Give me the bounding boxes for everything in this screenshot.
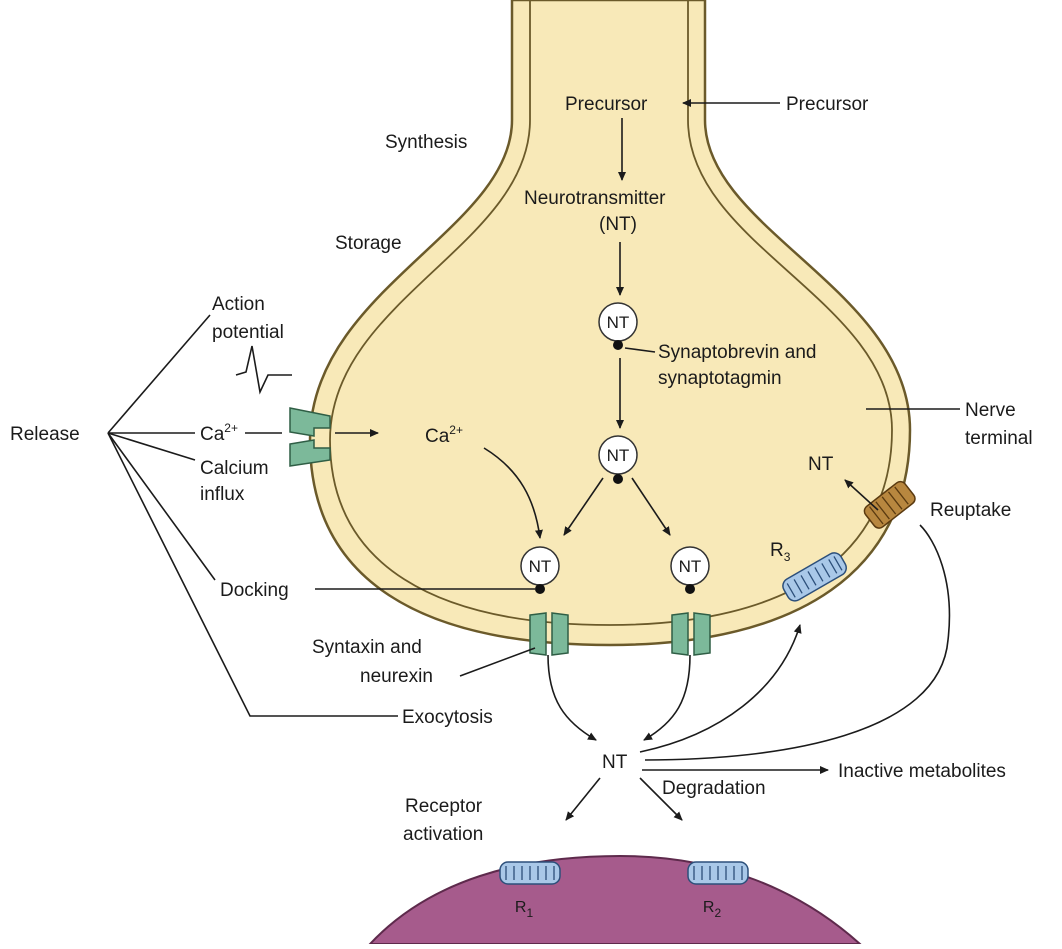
action-potential-label-1: Action bbox=[212, 294, 265, 315]
synthesis-label: Synthesis bbox=[385, 132, 467, 153]
precursor-inside-label: Precursor bbox=[565, 94, 648, 115]
precursor-outside-label: Precursor bbox=[786, 94, 869, 115]
receptor-r1-icon bbox=[500, 862, 560, 884]
postsynaptic-cell bbox=[370, 856, 860, 944]
synaptobrevin-label-2: synaptotagmin bbox=[658, 368, 782, 389]
vesicle-2-label: NT bbox=[607, 446, 630, 465]
nerve-terminal-label-1: Nerve bbox=[965, 400, 1016, 421]
receptor-r2-icon bbox=[688, 862, 748, 884]
nerve-terminal-label-2: terminal bbox=[965, 428, 1033, 449]
calcium-influx-label-2: influx bbox=[200, 484, 245, 505]
exocytosis-label: Exocytosis bbox=[402, 707, 493, 728]
receptor-activation-label-2: activation bbox=[403, 824, 483, 845]
docking-label: Docking bbox=[220, 580, 289, 601]
ca-left-label: Ca2+ bbox=[200, 421, 238, 445]
vesicle-4-label: NT bbox=[679, 557, 702, 576]
neurotransmitter-label-1: Neurotransmitter bbox=[524, 188, 666, 209]
vesicle-3-label: NT bbox=[529, 557, 552, 576]
reuptake-label: Reuptake bbox=[930, 500, 1011, 521]
degradation-label: Degradation bbox=[662, 778, 766, 799]
nt-cleft-label: NT bbox=[602, 752, 628, 773]
synaptobrevin-label-1: Synaptobrevin and bbox=[658, 342, 816, 363]
release-label: Release bbox=[10, 424, 80, 445]
vesicle-1-label: NT bbox=[607, 313, 630, 332]
action-potential-label-2: potential bbox=[212, 322, 284, 343]
syntaxin-label-2: neurexin bbox=[360, 666, 433, 687]
syntaxin-label-1: Syntaxin and bbox=[312, 637, 422, 658]
calcium-influx-label-1: Calcium bbox=[200, 458, 269, 479]
nt-reuptake-label: NT bbox=[808, 454, 834, 475]
receptor-activation-label-1: Receptor bbox=[405, 796, 483, 817]
inactive-metabolites-label: Inactive metabolites bbox=[838, 761, 1006, 782]
storage-label: Storage bbox=[335, 233, 402, 254]
neurotransmitter-label-2: (NT) bbox=[599, 214, 637, 235]
